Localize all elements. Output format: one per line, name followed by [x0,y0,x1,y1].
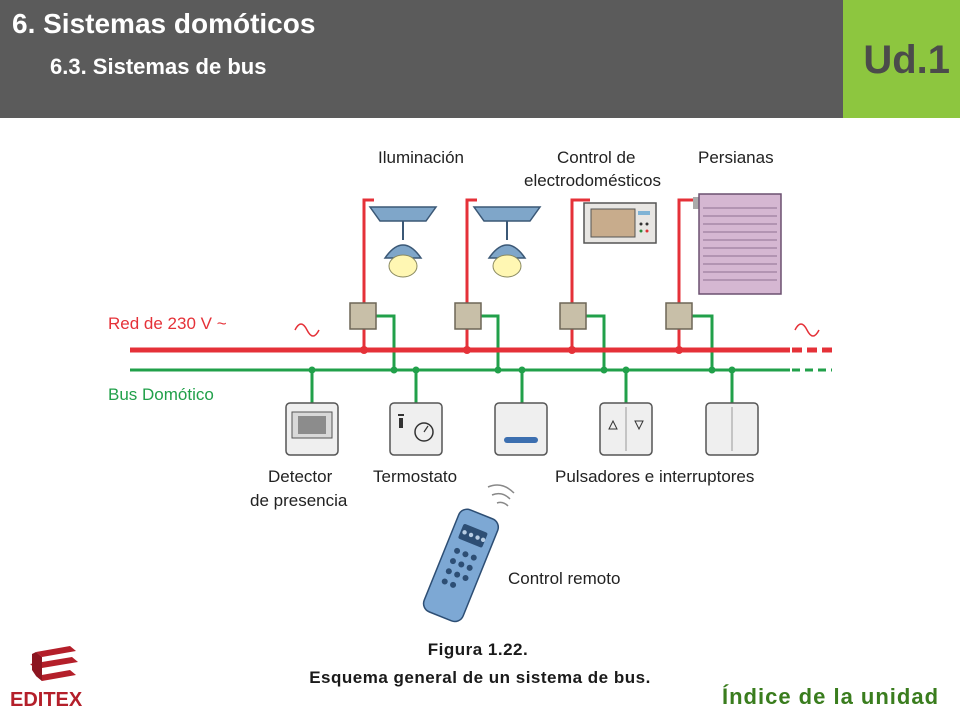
lamp-1-icon [368,206,438,278]
thermostat-icon [389,402,443,456]
header-bar: 6. Sistemas domóticos 6.3. Sistemas de b… [0,0,843,118]
label-remote: Control remoto [508,569,620,588]
label-lighting: Iluminación [378,148,464,167]
label-detector-1: Detector [268,467,333,486]
label-appliance-control-2: electrodomésticos [524,171,661,190]
microwave-icon [583,202,657,244]
figure-number: Figura 1.22. [0,640,960,660]
figure-caption: Esquema general de un sistema de bus. [309,668,651,687]
bus-drops [310,370,734,403]
mains-sine-right-icon [794,323,820,337]
label-bus: Bus Domótico [108,385,214,404]
lamp-2-icon [472,206,542,278]
mains-sine-left-icon [294,323,320,337]
presence-detector-icon [285,402,339,456]
actuator-modules [349,302,693,330]
remote-control-icon [422,484,515,623]
editex-logo-mark [30,646,78,681]
label-switches: Pulsadores e interruptores [555,467,754,486]
blind-switch-icon [599,402,653,456]
label-appliance-control-1: Control de [557,148,635,167]
unit-index-link[interactable]: Índice de la unidad [722,684,940,709]
unit-label: Ud.1 [863,38,950,82]
label-thermostat: Termostato [373,467,457,486]
label-mains: Red de 230 V ~ [108,314,227,333]
label-detector-2: de presencia [250,491,348,510]
load-wiring-red [362,198,696,350]
actuator-wiring-green [376,314,714,370]
mains-junctions [360,346,683,354]
blinds-icon [693,193,782,295]
page-subtitle: 6.3. Sistemas de bus [50,54,267,79]
label-blinds: Persianas [698,148,774,167]
figure-number-text: Figura 1.22. [427,640,529,659]
editex-logo: EDITEX [10,646,83,711]
push-button-icon [494,402,548,456]
page-title: 6. Sistemas domóticos [12,8,316,39]
editex-logo-text: EDITEX [10,689,83,711]
bus-system-diagram: Iluminación Control de electrodomésticos… [108,148,832,623]
double-switch-icon [705,402,759,456]
unit-badge: Ud.1 [843,0,960,118]
